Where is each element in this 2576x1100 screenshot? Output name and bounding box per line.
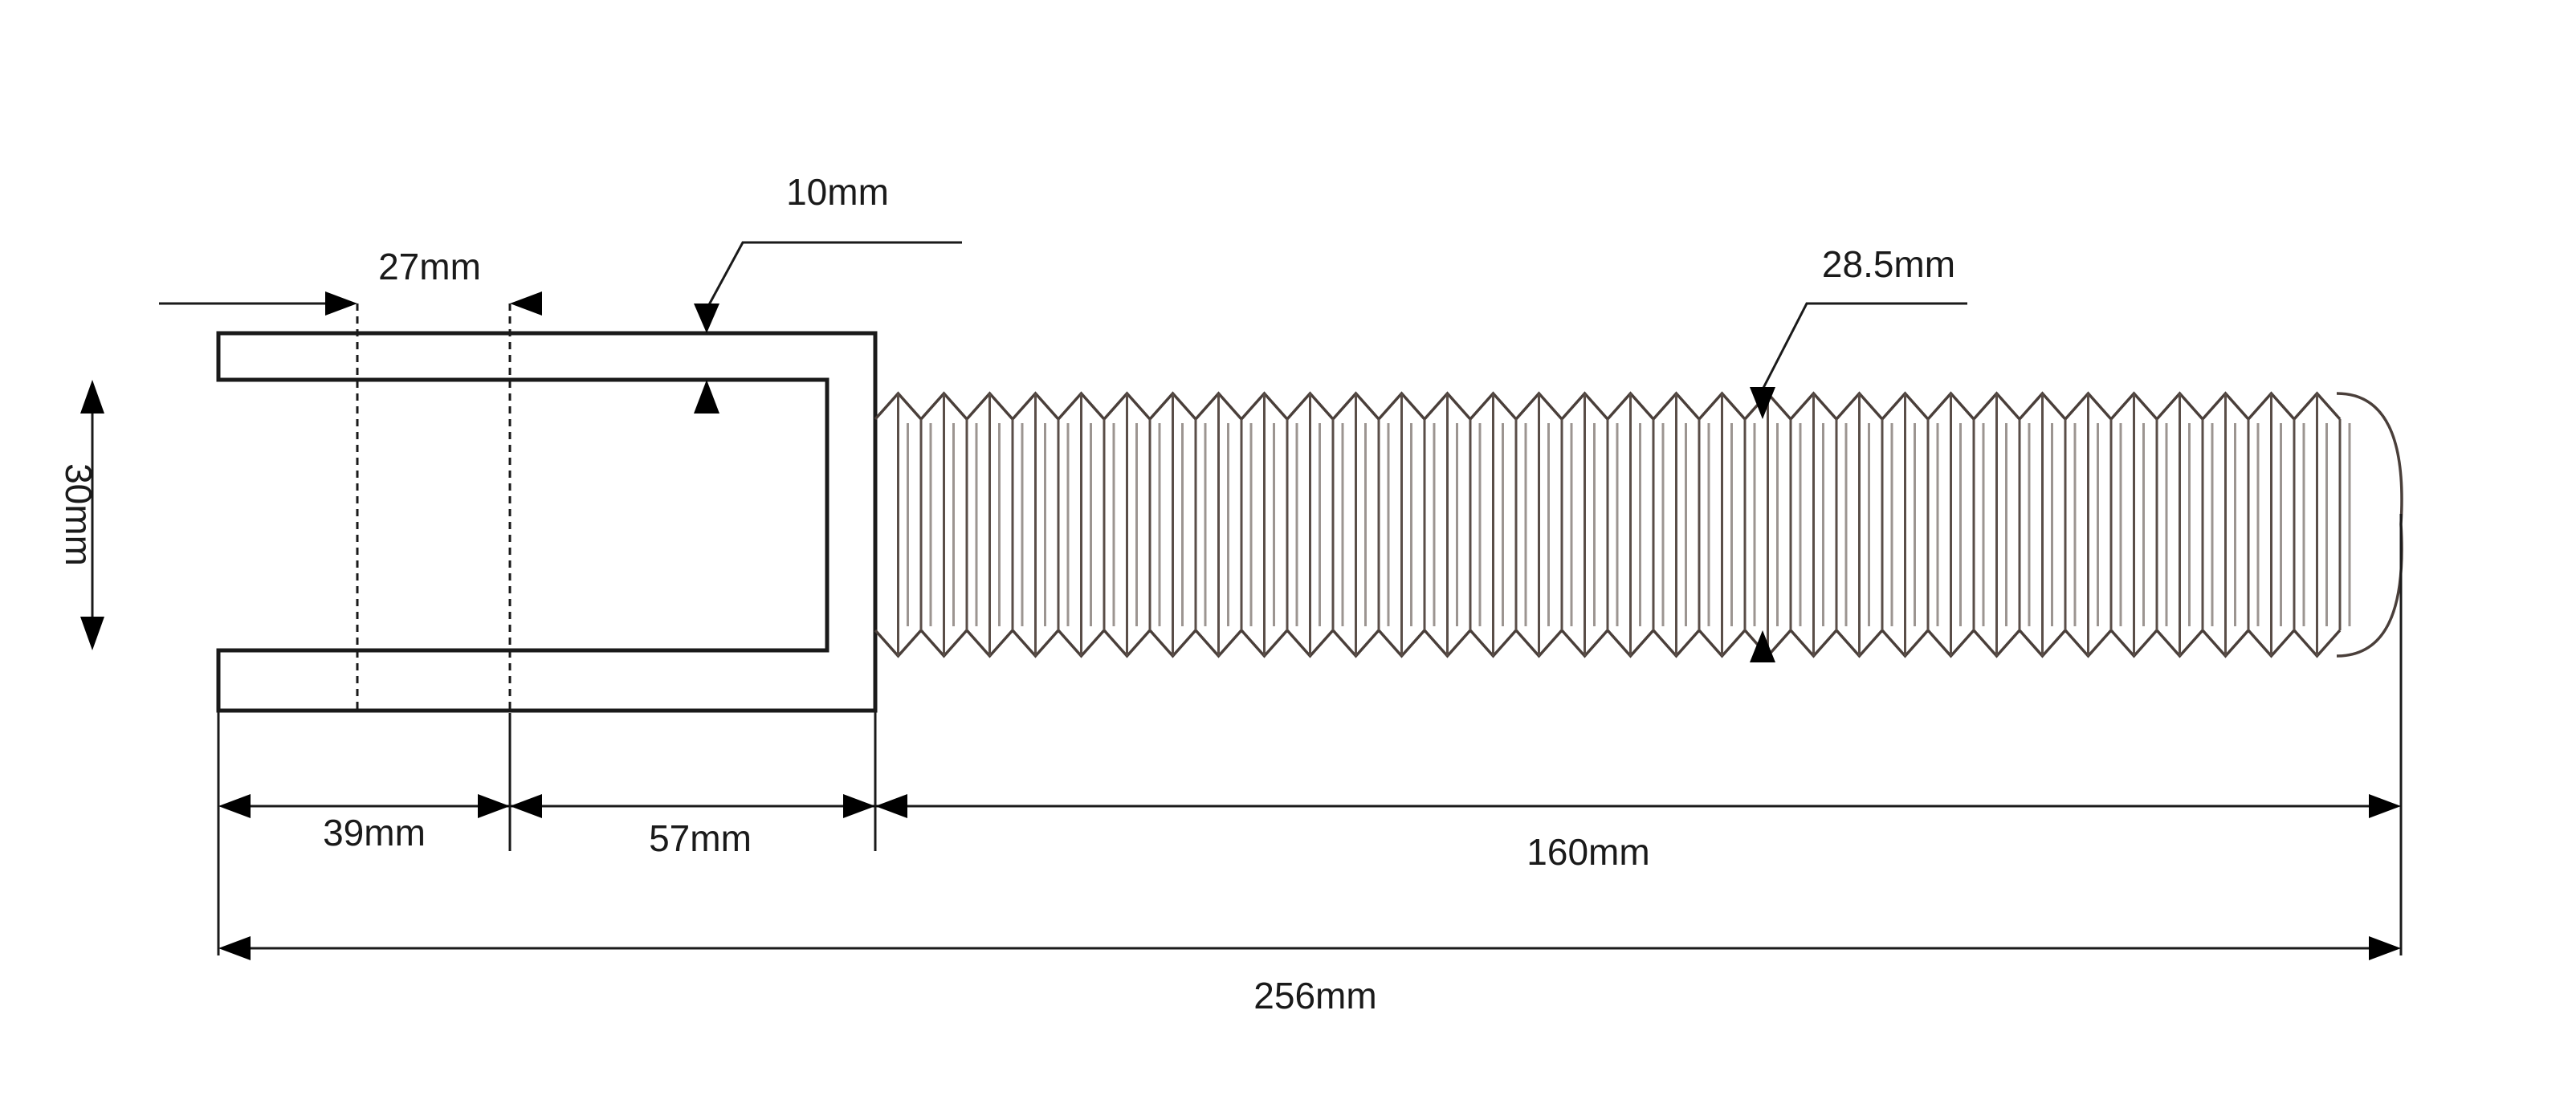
section-dimensions: 39mm 57mm 160mm: [218, 794, 2401, 873]
threaded-rod: [874, 391, 2403, 658]
thread-diameter-label: 28.5mm: [1822, 243, 1955, 285]
wall-thickness-dimension: 10mm: [694, 171, 962, 414]
height-label: 30mm: [58, 463, 100, 566]
thread-length-label: 160mm: [1526, 831, 1649, 873]
middle-section-label: 57mm: [649, 817, 752, 859]
extension-lines: [217, 514, 2403, 955]
thread-diameter-dimension: 28.5mm: [1750, 243, 1967, 662]
slot-width-dimension: 27mm: [159, 246, 542, 316]
wall-thickness-label: 10mm: [786, 171, 889, 213]
height-dimension: 30mm: [58, 380, 104, 650]
left-section-label: 39mm: [323, 812, 426, 854]
thread-end-cap: [2336, 392, 2403, 658]
overall-length-dimension: 256mm: [218, 936, 2401, 1016]
slot-width-label: 27mm: [378, 246, 481, 287]
clevis-body: [216, 331, 878, 713]
overall-length-label: 256mm: [1253, 975, 1376, 1016]
